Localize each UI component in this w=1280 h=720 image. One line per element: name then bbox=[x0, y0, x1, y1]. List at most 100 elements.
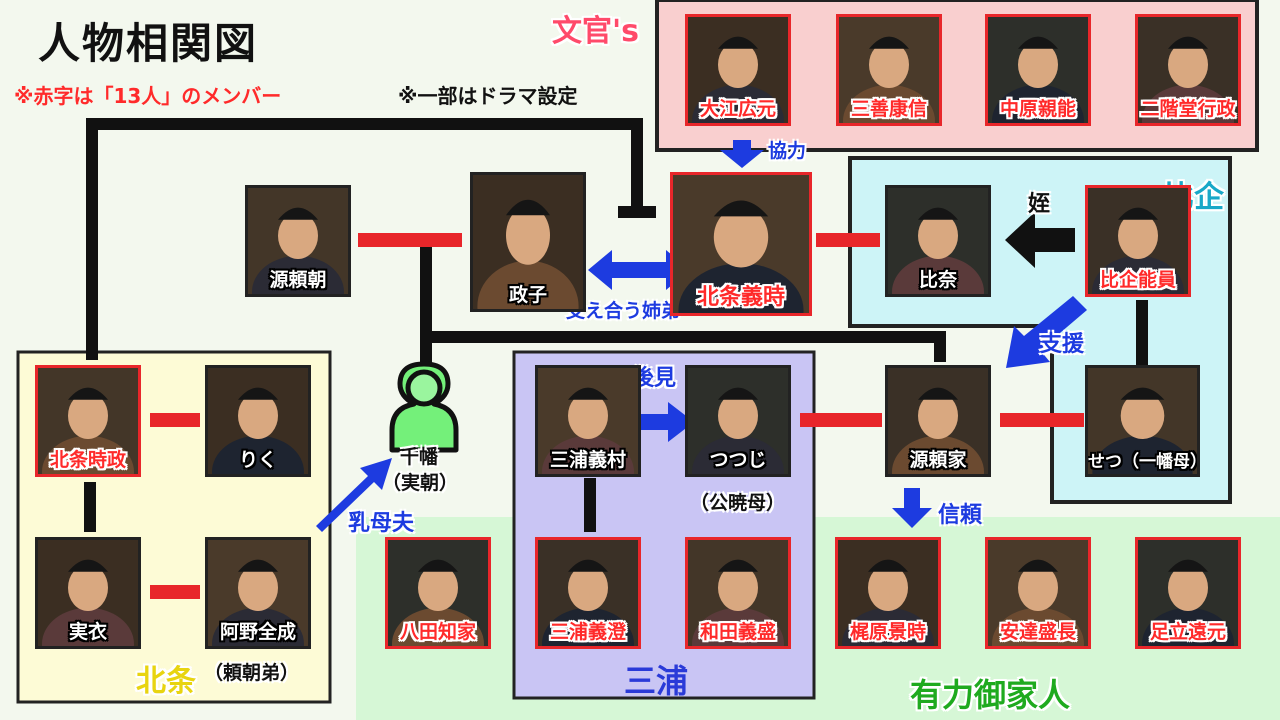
portrait-silhouette bbox=[1138, 17, 1238, 123]
name-miura-yoshizumi: 三浦義澄 bbox=[549, 621, 626, 643]
arrow-shien bbox=[1006, 296, 1087, 368]
red-yoshitoki-hina bbox=[816, 233, 880, 247]
name-miyoshi-yasunobu: 三善康信 bbox=[850, 98, 927, 120]
senman-name: 千幡 bbox=[400, 446, 439, 468]
portrait-yoshimura bbox=[538, 368, 638, 474]
card-tsutsuji: つつじ bbox=[685, 365, 791, 477]
name-hojo-yoshitoki: 北条義時 bbox=[696, 285, 785, 310]
card-miura-yoshizumi: 三浦義澄 bbox=[535, 537, 641, 649]
line-hojo-to-yoshitoki bbox=[86, 118, 643, 360]
card-adachi-morinaga: 安達盛長 bbox=[985, 537, 1091, 649]
name-hatta-tomoie: 八田知家 bbox=[399, 621, 476, 643]
relation-mei: 姪 bbox=[1028, 192, 1051, 217]
card-riku: りく bbox=[205, 365, 311, 477]
portrait-silhouette bbox=[888, 368, 988, 474]
portrait-oe bbox=[688, 17, 788, 123]
portrait-yoshikazu bbox=[1088, 188, 1188, 294]
card-nakahara-chikayoshi: 中原親能 bbox=[985, 14, 1091, 126]
name-oe-hiromoto: 大江広元 bbox=[699, 98, 776, 120]
portrait-silhouette bbox=[688, 17, 788, 123]
portrait-silhouette bbox=[538, 540, 638, 646]
portrait-silhouette bbox=[839, 17, 939, 123]
portrait-silhouette bbox=[38, 368, 138, 474]
portrait-hina bbox=[888, 188, 988, 294]
relation-menoto: 乳母夫 bbox=[348, 511, 415, 536]
name-ano-zenjo: 阿野全成 bbox=[219, 621, 296, 643]
arrow-shinrai bbox=[892, 488, 932, 528]
name-masako: 政子 bbox=[508, 284, 547, 306]
portrait-yoshizumi bbox=[538, 540, 638, 646]
portrait-silhouette bbox=[538, 368, 638, 474]
portrait-silhouette bbox=[988, 17, 1088, 123]
portrait-masako bbox=[473, 175, 583, 309]
portrait-kajiwara bbox=[838, 540, 938, 646]
name-jitsue: 実衣 bbox=[68, 621, 107, 643]
card-hatta-tomoie: 八田知家 bbox=[385, 537, 491, 649]
region-gokenin bbox=[356, 517, 1280, 720]
card-masako: 政子 bbox=[470, 172, 586, 312]
portrait-silhouette bbox=[988, 540, 1088, 646]
portrait-jitsue bbox=[38, 540, 138, 646]
portrait-yoshitoki bbox=[673, 175, 809, 313]
name-minamoto-yoritomo: 源頼朝 bbox=[269, 269, 327, 291]
card-nikaido-yukimasa: 二階堂行政 bbox=[1135, 14, 1241, 126]
portrait-silhouette bbox=[688, 540, 788, 646]
red-yoritomo-masako bbox=[358, 233, 462, 247]
relation-sasaeau: 支え合う姉弟 bbox=[566, 300, 681, 322]
portrait-silhouette bbox=[388, 540, 488, 646]
portrait-yoritomo bbox=[248, 188, 348, 294]
name-nikaido-yukimasa: 二階堂行政 bbox=[1140, 98, 1236, 120]
portrait-silhouette bbox=[248, 188, 348, 294]
card-setsu: せつ（一幡母） bbox=[1085, 365, 1200, 477]
arrow-menoto bbox=[316, 458, 392, 532]
red-jitsue-zenjo bbox=[150, 585, 200, 599]
card-oe-hiromoto: 大江広元 bbox=[685, 14, 791, 126]
name-wada-yoshimori: 和田義盛 bbox=[699, 621, 776, 643]
zenjo-sub: （頼朝弟） bbox=[204, 662, 300, 684]
card-miura-yoshimura: 三浦義村 bbox=[535, 365, 641, 477]
portrait-silhouette bbox=[1088, 188, 1188, 294]
senman-person-icon bbox=[389, 361, 459, 453]
portrait-miyoshi bbox=[839, 17, 939, 123]
card-hina: 比奈 bbox=[885, 185, 991, 297]
portrait-nakahara bbox=[988, 17, 1088, 123]
portrait-silhouette bbox=[473, 175, 583, 309]
arrow-mei bbox=[1005, 212, 1075, 268]
card-minamoto-yoritomo: 源頼朝 bbox=[245, 185, 351, 297]
name-hina: 比奈 bbox=[918, 269, 957, 291]
tsutsuji-sub: （公暁母） bbox=[690, 492, 786, 514]
name-riku: りく bbox=[238, 449, 277, 471]
note-red-members: ※赤字は「13人」のメンバー bbox=[14, 84, 282, 108]
red-tsutsuji-yoriie bbox=[800, 413, 882, 427]
line-marriage-to-yoriie bbox=[426, 331, 946, 362]
arrow-koken bbox=[636, 402, 694, 442]
portrait-zenjo bbox=[208, 540, 308, 646]
group-label-bunkan: 文官's bbox=[552, 14, 640, 49]
portrait-silhouette bbox=[208, 368, 308, 474]
portrait-riku bbox=[208, 368, 308, 474]
card-jitsue: 実衣 bbox=[35, 537, 141, 649]
card-miyoshi-yasunobu: 三善康信 bbox=[836, 14, 942, 126]
card-kajiwara-kagetoki: 梶原景時 bbox=[835, 537, 941, 649]
name-hojo-tokimasa: 北条時政 bbox=[49, 449, 126, 471]
card-ano-zenjo: 阿野全成 bbox=[205, 537, 311, 649]
relation-kyoryoku: 協力 bbox=[768, 140, 807, 162]
portrait-setsu bbox=[1088, 368, 1197, 474]
arrow-sasaeau bbox=[588, 250, 690, 290]
portrait-silhouette bbox=[1088, 368, 1197, 474]
portrait-tokimasa bbox=[38, 368, 138, 474]
portrait-yoriie bbox=[888, 368, 988, 474]
name-hiki-yoshikazu: 比企能員 bbox=[1099, 269, 1176, 291]
portrait-tsutsuji bbox=[688, 368, 788, 474]
card-hiki-yoshikazu: 比企能員 bbox=[1085, 185, 1191, 297]
card-hojo-tokimasa: 北条時政 bbox=[35, 365, 141, 477]
senman-sub: （実朝） bbox=[382, 472, 459, 494]
name-kajiwara-kagetoki: 梶原景時 bbox=[849, 621, 926, 643]
card-hojo-yoshitoki: 北条義時 bbox=[670, 172, 812, 316]
name-tsutsuji: つつじ bbox=[709, 449, 767, 471]
name-adachi-toomoto: 足立遠元 bbox=[1149, 621, 1226, 643]
card-wada-yoshimori: 和田義盛 bbox=[685, 537, 791, 649]
portrait-silhouette bbox=[888, 188, 988, 294]
group-label-hojo: 北条 bbox=[136, 664, 196, 699]
name-miura-yoshimura: 三浦義村 bbox=[549, 449, 626, 471]
